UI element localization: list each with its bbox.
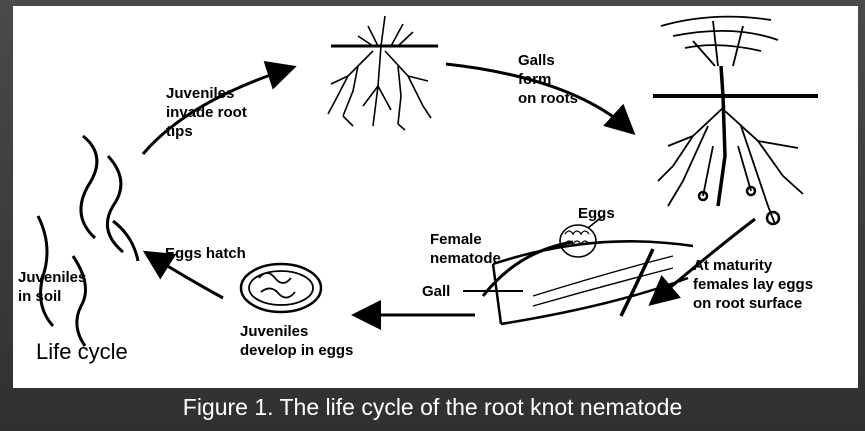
label-female-nematode: Female nematode [430,230,501,268]
label-juveniles-develop: Juveniles develop in eggs [240,322,353,360]
egg-cluster [241,264,321,312]
juvenile-worms [38,136,138,346]
life-cycle-diagram [13,6,858,388]
label-life-cycle: Life cycle [36,339,128,365]
label-eggs: Eggs [578,204,615,223]
label-at-maturity: At maturity females lay eggs on root sur… [693,256,813,313]
figure-caption: Figure 1. The life cycle of the root kno… [0,394,865,421]
label-eggs-hatch: Eggs hatch [165,244,246,263]
diagram-panel: Juveniles invade root tips Galls form on… [13,6,858,388]
young-root-system [328,16,438,130]
label-galls-form: Galls form on roots [518,51,578,108]
galled-root-system [653,17,818,224]
label-gall: Gall [422,282,450,301]
label-juveniles-soil: Juveniles in soil [18,268,86,306]
label-juveniles-invade: Juveniles invade root tips [166,84,247,141]
